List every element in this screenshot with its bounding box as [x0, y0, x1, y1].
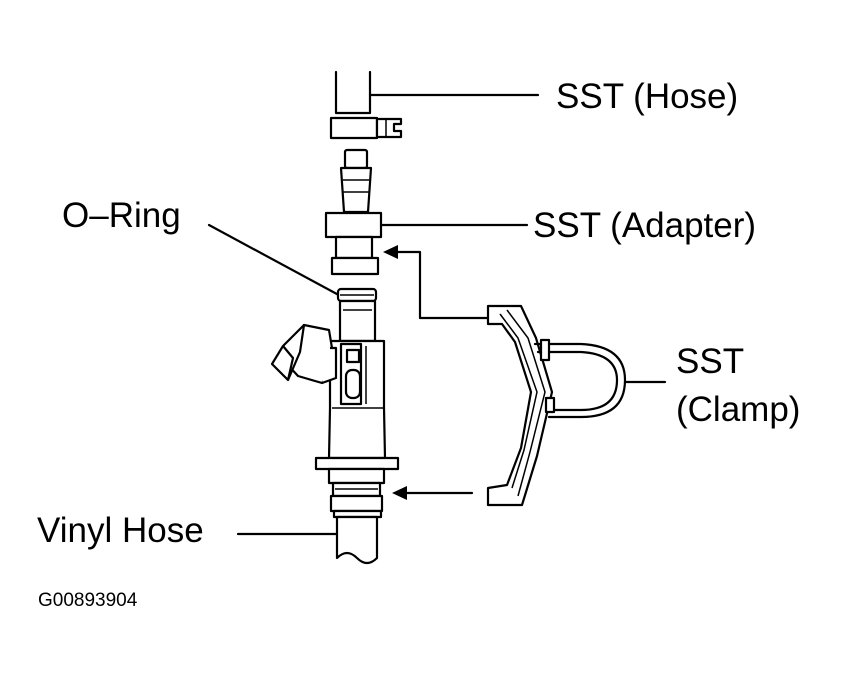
label-sst-clamp-line1: SST: [676, 342, 745, 381]
sst-hose: [334, 70, 540, 115]
adapter-nipple: [339, 148, 373, 214]
label-sst-hose: SST (Hose): [556, 77, 739, 116]
hose-coupler: [329, 116, 403, 140]
sst-clamp: [486, 304, 667, 507]
label-vinyl-hose: Vinyl Hose: [37, 511, 204, 550]
vinyl-hose: [236, 509, 383, 565]
injector-body: [327, 339, 387, 460]
injector-top: [336, 287, 378, 343]
label-o-ring: O–Ring: [62, 196, 181, 235]
leader-o-ring: [207, 223, 350, 302]
injector-lower: [314, 456, 400, 513]
injector-connector: [270, 323, 338, 385]
figure-id: G00893904: [38, 590, 138, 611]
sst-adapter: [324, 211, 529, 276]
label-sst-adapter: SST (Adapter): [533, 206, 757, 245]
arrow-upper: [383, 245, 490, 320]
arrow-lower: [392, 486, 474, 500]
label-sst-clamp-line2: (Clamp): [676, 390, 801, 429]
